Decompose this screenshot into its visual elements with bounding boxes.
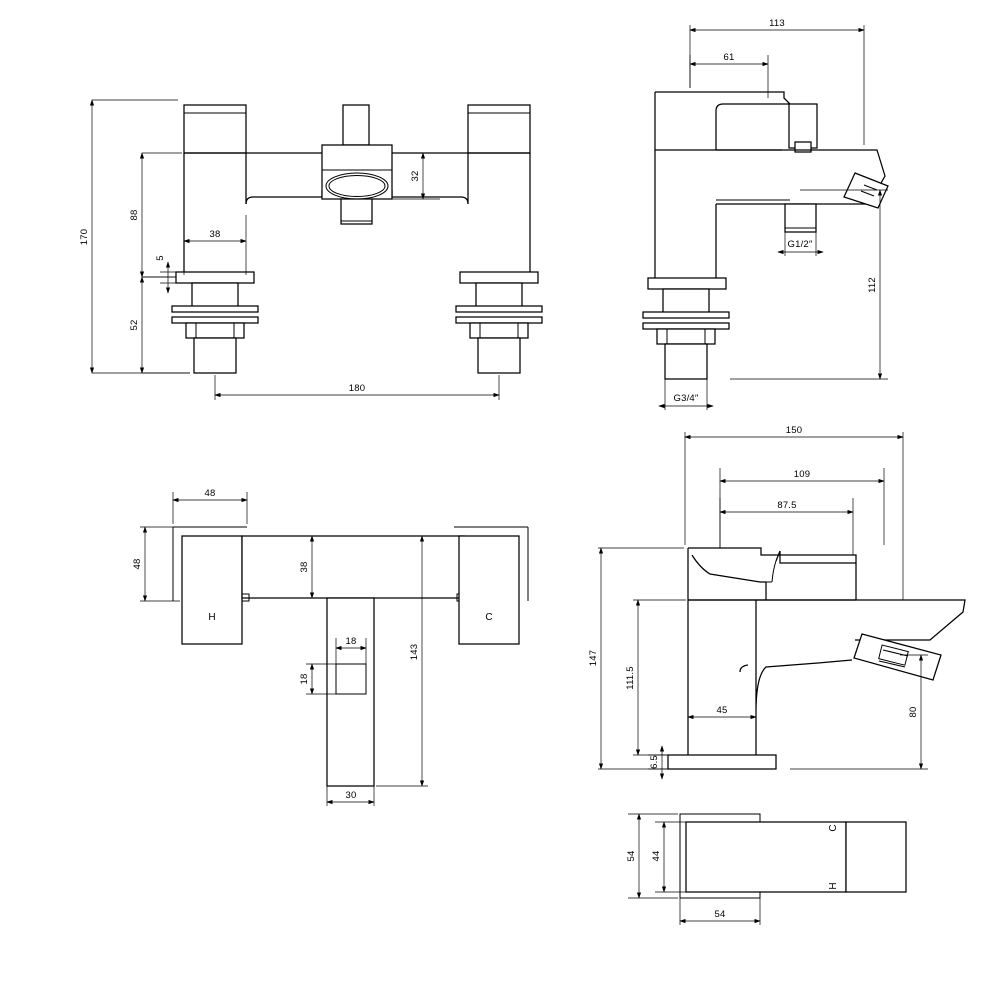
view-bath-filler-plan: H C 48 xyxy=(132,488,529,806)
dim-handle-depth-48: 48 xyxy=(132,526,180,602)
plan-hot-handle: H xyxy=(181,535,243,645)
dim-label-180: 180 xyxy=(349,383,365,394)
dim-body-depth-44: 44 xyxy=(651,821,690,893)
dim-label-150: 150 xyxy=(786,425,802,436)
right-riser xyxy=(467,153,531,274)
dim-label-113: 113 xyxy=(769,18,785,29)
dim-label-44: 44 xyxy=(651,851,662,862)
dim-label-48-w: 48 xyxy=(205,488,216,499)
dim-overall-depth-150: 150 xyxy=(684,425,904,600)
dim-flange-thickness-5: 5 xyxy=(155,255,192,294)
dim-spout-reach-875: 87.5 xyxy=(719,498,854,555)
left-handle xyxy=(183,104,247,154)
dim-handle-width-48: 48 xyxy=(172,488,248,524)
dim-spout-plan-width-30: 30 xyxy=(326,786,375,806)
dim-label-147: 147 xyxy=(588,650,599,666)
dim-label-18-w: 18 xyxy=(346,636,357,647)
dim-label-48-d: 48 xyxy=(132,559,143,570)
dim-label-38-plan: 38 xyxy=(299,562,310,573)
right-handle xyxy=(467,104,531,154)
dim-body-width-38: 38 xyxy=(290,535,318,599)
plan-body-bar xyxy=(241,535,465,602)
dim-label-1115: 111.5 xyxy=(625,666,636,689)
dim-label-875: 87.5 xyxy=(777,500,796,511)
dim-label-170: 170 xyxy=(79,229,90,245)
dim-tail-length-52: 52 xyxy=(129,276,190,374)
dim-outlet-thread-g12: G1/2″ xyxy=(777,232,824,256)
dim-label-32: 32 xyxy=(410,171,421,182)
dim-label-143: 143 xyxy=(409,644,420,660)
dim-body-depth-61: 61 xyxy=(689,52,769,98)
dim-label-80: 80 xyxy=(908,707,919,718)
side-mounting-assembly xyxy=(642,277,730,380)
plan-spout xyxy=(326,597,375,787)
dim-label-54-d: 54 xyxy=(626,851,637,862)
dim-label-5: 5 xyxy=(155,255,166,260)
cold-label-plan: C xyxy=(828,824,839,831)
dim-centres-180: 180 xyxy=(214,375,500,400)
hot-label-plan: H xyxy=(828,882,839,889)
left-mounting-assembly xyxy=(171,271,259,374)
side-diverter-knob xyxy=(788,103,818,153)
dim-body-width-45: 45 xyxy=(687,705,757,752)
diverter-housing xyxy=(321,144,393,225)
side-g12-spigot xyxy=(784,203,817,233)
dim-label-30: 30 xyxy=(346,790,357,801)
dim-label-109: 109 xyxy=(794,469,810,480)
dim-label-52: 52 xyxy=(129,320,140,331)
dim-outlet-depth-18: 18 xyxy=(299,663,338,695)
dim-inlet-thread-g34: G3/4″ xyxy=(658,379,714,410)
view-bath-filler-front: 170 88 5 52 38 xyxy=(79,99,543,400)
mixer-plan-spout xyxy=(845,821,907,893)
mixer-plan-body xyxy=(685,821,847,893)
dim-label-38: 38 xyxy=(210,229,221,240)
dim-base-depth-54: 54 xyxy=(626,813,678,899)
dim-base-width-54: 54 xyxy=(679,892,761,925)
dim-label-45: 45 xyxy=(717,705,728,716)
dim-label-54-w: 54 xyxy=(715,909,726,920)
dim-spout-reach-143: 143 xyxy=(376,535,428,787)
dim-label-65: 6.5 xyxy=(649,755,660,769)
view-basin-mixer-plan: C H 54 44 54 xyxy=(626,813,907,925)
dim-spout-width-38: 38 xyxy=(183,215,247,275)
view-bath-filler-side: 113 61 112 G1/2″ G3/4″ xyxy=(642,18,889,410)
cold-label: C xyxy=(485,612,492,623)
dim-label-112: 112 xyxy=(867,277,878,293)
hot-label: H xyxy=(208,612,215,623)
mixer-base-plate xyxy=(667,754,777,770)
side-column xyxy=(654,150,717,280)
dim-label-61: 61 xyxy=(724,52,735,63)
dim-diverter-height-32: 32 xyxy=(392,152,440,200)
dim-outlet-width-18: 18 xyxy=(335,636,367,666)
dim-spout-height-80: 80 xyxy=(790,654,928,770)
dim-label-g12: G1/2″ xyxy=(788,239,813,250)
right-mounting-assembly xyxy=(455,271,543,374)
dim-label-18-d: 18 xyxy=(299,674,310,685)
dim-label-g34: G3/4″ xyxy=(674,393,699,404)
plan-cold-handle: C xyxy=(458,535,520,645)
dim-base-thickness-65: 6.5 xyxy=(648,745,672,780)
view-basin-mixer-side: 150 109 87.5 147 111.5 xyxy=(588,425,966,780)
dim-spout-height-112: 112 xyxy=(730,189,888,380)
diverter-knob xyxy=(342,104,370,146)
dim-label-88: 88 xyxy=(129,210,140,221)
